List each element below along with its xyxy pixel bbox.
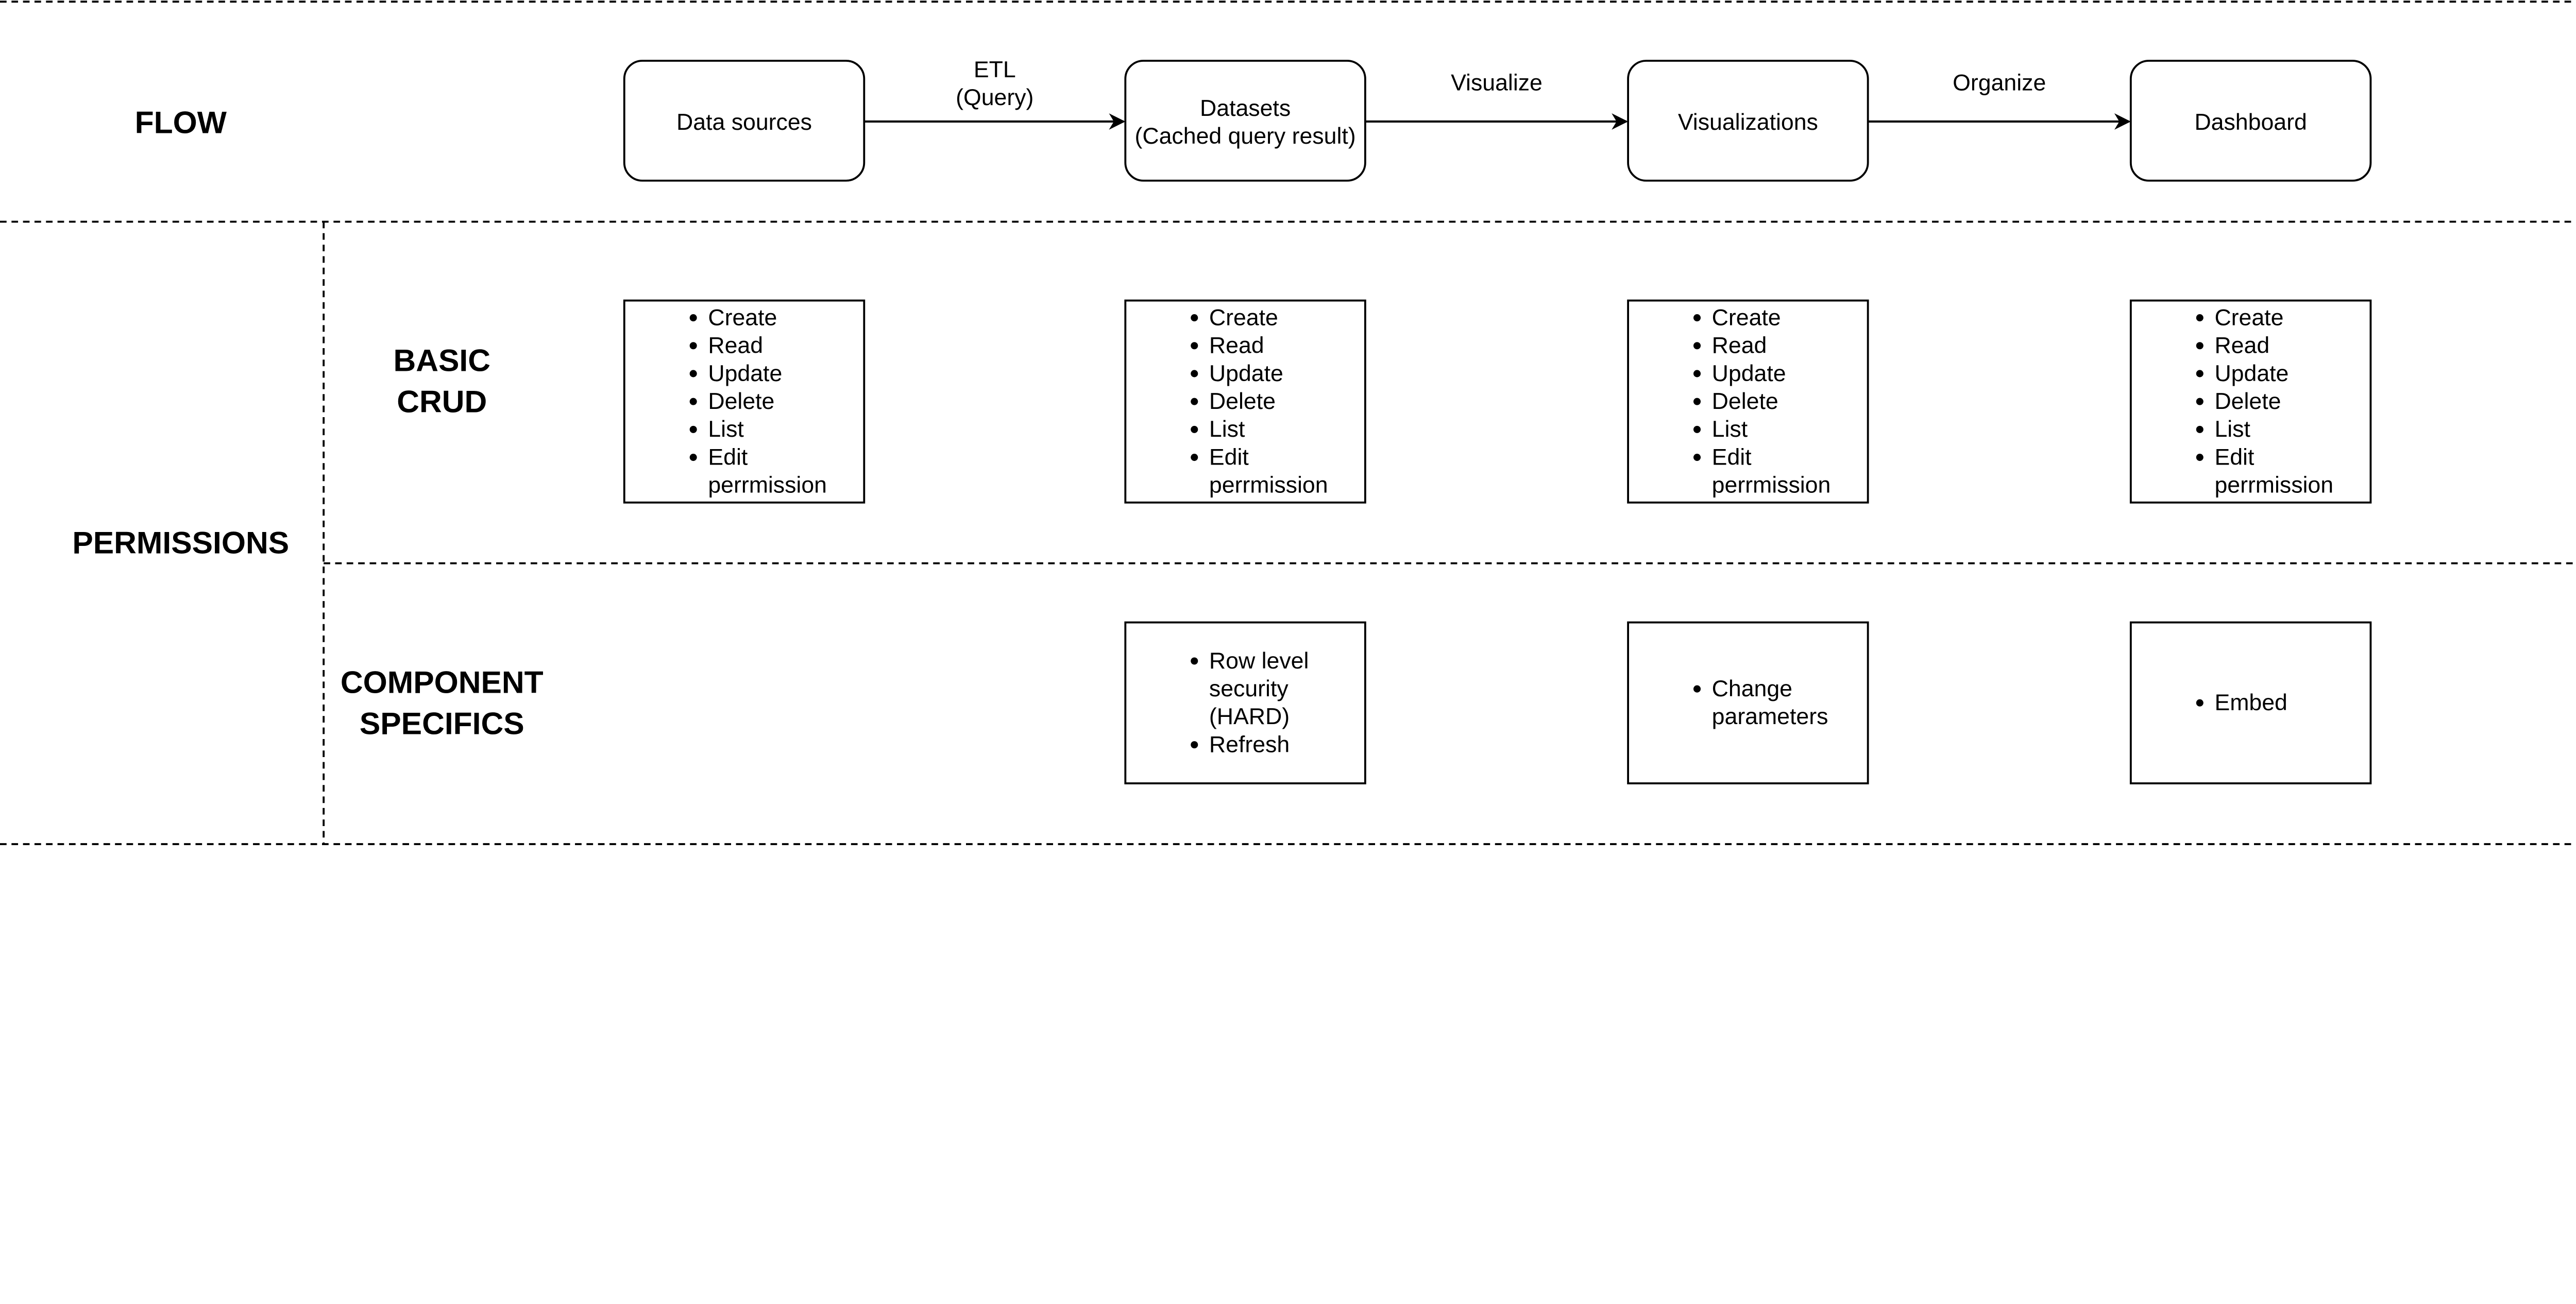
flow-node: Data sources <box>623 60 866 182</box>
list-item: Read <box>708 333 763 358</box>
section-label-basic-crud-line2: CRUD <box>397 384 487 419</box>
flow-node-label: Visualizations <box>1678 110 1818 135</box>
section-label-basic-crud-line1: BASIC <box>394 343 490 378</box>
component-permission-list: Change parameters <box>1627 621 1869 784</box>
list-item: Edit <box>708 444 748 470</box>
list-item: Update <box>2214 361 2289 386</box>
crud-permission-list-box <box>1627 299 1869 504</box>
crud-permission-list-box <box>623 299 866 504</box>
list-item: Read <box>1712 333 1767 358</box>
list-item: Create <box>1209 305 1278 330</box>
component-permission-list-box <box>2129 621 2372 784</box>
bullet-icon <box>689 370 697 378</box>
bullet-icon <box>1191 454 1198 461</box>
flow-node-label: (Cached query result) <box>1135 124 1356 149</box>
flow-node-label: Dashboard <box>2194 110 2307 135</box>
section-label-permissions: PERMISSIONS <box>72 525 289 560</box>
list-item: Read <box>2214 333 2269 358</box>
section-label-component-specifics-line2: SPECIFICS <box>360 706 524 741</box>
bullet-icon <box>2196 314 2204 322</box>
list-item: security <box>1209 676 1289 701</box>
list-item: List <box>1209 417 1245 442</box>
list-item: Delete <box>708 389 774 414</box>
list-item: Edit <box>1209 444 1249 470</box>
list-item: Create <box>1712 305 1781 330</box>
list-item: Create <box>708 305 777 330</box>
diagram-content: Data sources Datasets (Cached query result… <box>623 57 2372 784</box>
list-item: perrmission <box>1209 473 1328 498</box>
list-item: Edit <box>2214 444 2254 470</box>
list-item: perrmission <box>1712 473 1831 498</box>
flow-node: Datasets (Cached query result) <box>1124 60 1366 182</box>
list-item: List <box>2214 417 2250 442</box>
bullet-icon <box>2196 342 2204 350</box>
bullet-icon <box>1693 314 1701 322</box>
bullet-icon <box>2196 425 2204 433</box>
list-item: Update <box>1209 361 1283 386</box>
list-item: Create <box>2214 305 2283 330</box>
list-item: parameters <box>1712 704 1828 729</box>
bullet-icon <box>1191 741 1198 749</box>
component-permission-list: Embed <box>2129 621 2372 784</box>
flow-edge-label: ETL <box>974 57 1016 82</box>
flow-node-box <box>2129 60 2372 182</box>
bullet-icon <box>1693 454 1701 461</box>
list-item: (HARD) <box>1209 704 1290 729</box>
permissions-flow-diagram: FLOW PERMISSIONS BASIC CRUD COMPONENT SP… <box>0 1 2574 845</box>
bullet-icon <box>1693 685 1701 693</box>
flow-edge-label: Visualize <box>1451 70 1543 95</box>
list-item: Read <box>1209 333 1264 358</box>
flow-node: Dashboard <box>2129 60 2372 182</box>
section-label-flow: FLOW <box>135 105 227 140</box>
flow-node-label: Data sources <box>676 110 812 135</box>
list-item: Delete <box>1209 389 1276 414</box>
list-item: perrmission <box>2214 473 2333 498</box>
bullet-icon <box>1191 398 1198 405</box>
flow-node-label: Datasets <box>1200 96 1291 121</box>
bullet-icon <box>1191 657 1198 665</box>
bullet-icon <box>689 398 697 405</box>
list-item: Change <box>1712 676 1792 701</box>
bullet-icon <box>689 425 697 433</box>
crud-permission-list-box <box>1124 299 1366 504</box>
component-permission-list-box <box>1627 621 1869 784</box>
bullet-icon <box>689 314 697 322</box>
bullet-icon <box>2196 370 2204 378</box>
list-item: List <box>1712 417 1748 442</box>
crud-permission-list-box <box>2129 299 2372 504</box>
flow-edge-label: Organize <box>1953 70 2046 95</box>
flow-edge-label: (Query) <box>956 85 1033 110</box>
list-item: Embed <box>2214 690 2287 715</box>
section-label-component-specifics-line1: COMPONENT <box>341 665 544 700</box>
list-item: Row level <box>1209 648 1309 674</box>
bullet-icon <box>1693 370 1701 378</box>
bullet-icon <box>1191 425 1198 433</box>
list-item: Edit <box>1712 444 1752 470</box>
list-item: Refresh <box>1209 732 1290 757</box>
list-item: Update <box>708 361 782 386</box>
bullet-icon <box>689 342 697 350</box>
bullet-icon <box>1693 425 1701 433</box>
bullet-icon <box>2196 398 2204 405</box>
bullet-icon <box>2196 454 2204 461</box>
bullet-icon <box>1693 398 1701 405</box>
flow-node: Visualizations <box>1627 60 1869 182</box>
list-item: Update <box>1712 361 1786 386</box>
bullet-icon <box>2196 699 2204 707</box>
list-item: Delete <box>1712 389 1778 414</box>
bullet-icon <box>1191 342 1198 350</box>
list-item: Delete <box>2214 389 2281 414</box>
bullet-icon <box>689 454 697 461</box>
list-item: List <box>708 417 744 442</box>
bullet-icon <box>1191 314 1198 322</box>
component-permission-list-box <box>1124 621 1366 784</box>
bullet-icon <box>1693 342 1701 350</box>
bullet-icon <box>1191 370 1198 378</box>
list-item: perrmission <box>708 473 827 498</box>
